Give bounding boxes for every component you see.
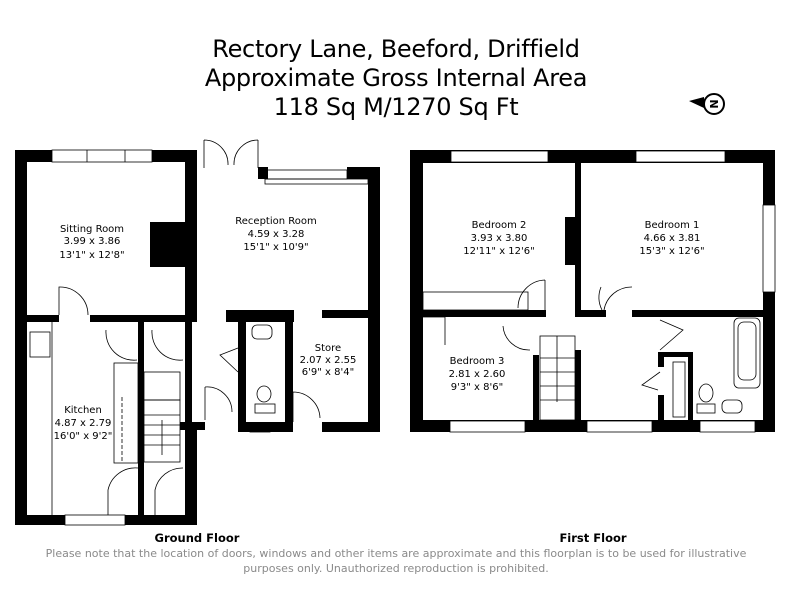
room-metric: 2.07 x 2.55 xyxy=(300,355,357,366)
ground-floor-label: Ground Floor xyxy=(155,531,240,545)
room-imperial: 15'1" x 10'9" xyxy=(243,242,308,253)
room-metric: 4.66 x 3.81 xyxy=(644,233,701,244)
room-name: Sitting Room xyxy=(60,224,124,235)
disclaimer-line: purposes only. Unauthorized reproduction… xyxy=(243,562,549,575)
room-name: Reception Room xyxy=(235,216,316,227)
room-metric: 3.99 x 3.86 xyxy=(64,236,121,247)
disclaimer: Please note that the location of doors, … xyxy=(20,546,772,576)
room-metric: 2.81 x 2.60 xyxy=(449,369,506,380)
disclaimer-line: Please note that the location of doors, … xyxy=(45,547,747,560)
ground-floor-plan xyxy=(15,150,380,525)
svg-text:N: N xyxy=(708,99,721,108)
first-floor-fixtures xyxy=(422,150,776,433)
room-name: Bedroom 2 xyxy=(472,220,527,231)
room-metric: 4.87 x 2.79 xyxy=(55,418,112,429)
room-imperial: 15'3" x 12'6" xyxy=(639,246,704,257)
room-imperial: 6'9" x 8'4" xyxy=(302,367,354,378)
plan-title-area-value: 118 Sq M/1270 Sq Ft xyxy=(273,93,519,121)
room-metric: 3.93 x 3.80 xyxy=(471,233,528,244)
first-floor-labels: Bedroom 2 3.93 x 3.80 12'11" x 12'6" Bed… xyxy=(449,220,705,545)
room-metric: 4.59 x 3.28 xyxy=(248,229,305,240)
room-name: Bedroom 3 xyxy=(450,356,505,367)
room-name: Kitchen xyxy=(64,405,102,416)
room-imperial: 9'3" x 8'6" xyxy=(451,382,503,393)
plan-title-address: Rectory Lane, Beeford, Driffield xyxy=(212,35,580,63)
ground-floor-labels: Sitting Room 3.99 x 3.86 13'1" x 12'8" R… xyxy=(54,216,357,545)
room-name: Bedroom 1 xyxy=(645,220,700,231)
plan-title-area-label: Approximate Gross Internal Area xyxy=(204,64,588,92)
room-name: Store xyxy=(315,343,341,354)
north-compass-icon: N xyxy=(689,93,725,115)
room-imperial: 13'1" x 12'8" xyxy=(59,250,124,261)
room-imperial: 16'0" x 9'2" xyxy=(54,431,113,442)
first-floor-label: First Floor xyxy=(559,531,626,545)
room-imperial: 12'11" x 12'6" xyxy=(463,246,535,257)
ground-floor-fixtures xyxy=(29,139,369,526)
